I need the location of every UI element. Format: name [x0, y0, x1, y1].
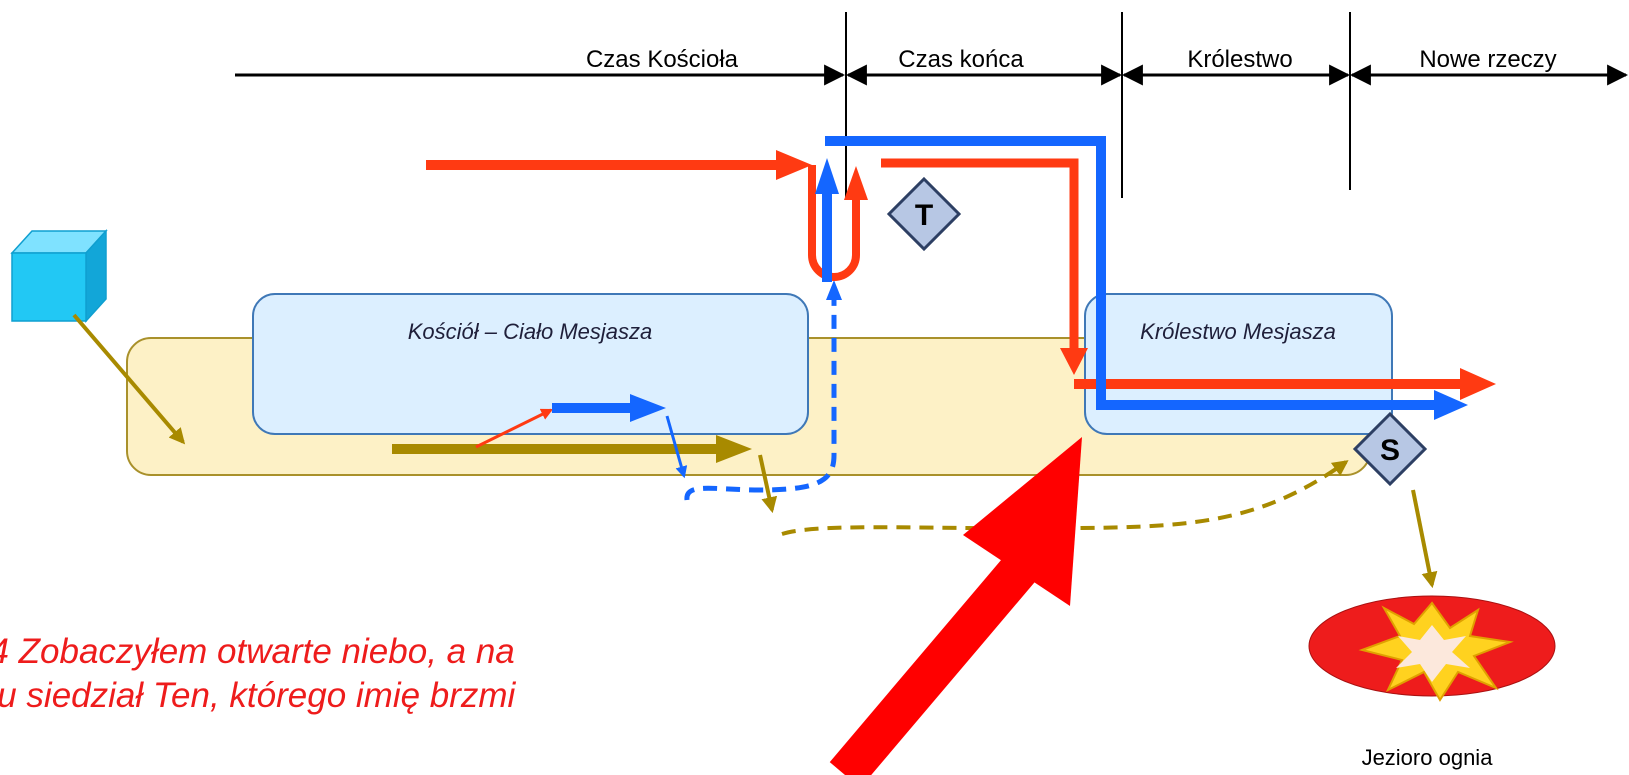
- red-small-arrow: [475, 408, 554, 449]
- blue-dashed-path: [684, 290, 837, 501]
- olive-arrow-cube: [72, 313, 186, 445]
- period-label-church: Czas Kościoła: [586, 46, 739, 73]
- verse-line-1: 14 Zobaczyłem otwarte niebo, a na: [0, 632, 515, 671]
- blue-church-arrowhead: [630, 394, 666, 422]
- verse-text: 14 Zobaczyłem otwarte niebo, a na niu si…: [0, 630, 730, 718]
- timeline: Czas Kościoła Czas końca Królestwo Nowe …: [235, 12, 1629, 198]
- svg-text:T: T: [915, 199, 933, 232]
- period-label-kingdom: Królestwo: [1187, 46, 1292, 73]
- blue-small-arrow: [665, 415, 688, 479]
- church-box: [252, 293, 809, 435]
- olive-arrowhead: [716, 435, 752, 463]
- judgment-badge: S: [1352, 411, 1428, 487]
- kingdom-box: [1084, 293, 1393, 435]
- olive-paths: [72, 313, 1438, 589]
- olive-arrow-to-lake: [1411, 489, 1438, 589]
- verse-line-2: niu siedział Ten, którego imię brzmi: [0, 676, 516, 715]
- olive-dashed-path: [781, 460, 1349, 536]
- red-path: [426, 150, 1496, 400]
- church-box-label: Kościół – Ciało Mesjasza: [408, 319, 653, 344]
- big-red-arrow: [829, 437, 1082, 775]
- kingdom-box-label: Królestwo Mesjasza: [1140, 319, 1336, 344]
- svg-text:S: S: [1380, 434, 1400, 467]
- period-label-end: Czas końca: [898, 46, 1024, 73]
- lake-of-fire-icon: [1308, 595, 1556, 702]
- blue-dashed-arrowhead: [826, 280, 842, 300]
- period-label-new-things: Nowe rzeczy: [1419, 46, 1556, 73]
- olive-arrow-down: [758, 454, 778, 514]
- cube-icon: [10, 229, 108, 323]
- blue-path: [815, 136, 1468, 420]
- lake-of-fire-label: Jezioro ognia: [1362, 745, 1494, 770]
- tribulation-badge: T: [886, 176, 962, 252]
